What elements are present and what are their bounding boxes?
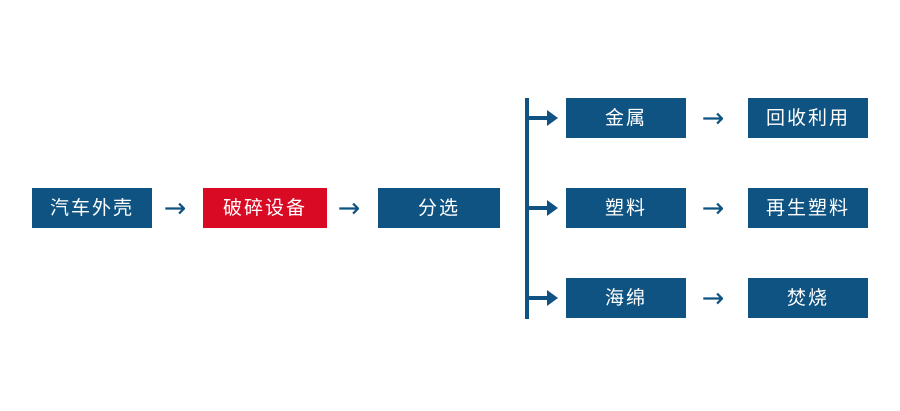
node-label: 海绵 [604, 287, 647, 309]
node-recycling-reuse[interactable]: 回收利用 [748, 98, 868, 138]
arrow-right-icon-2: → [334, 188, 364, 228]
arrow-glyph: → [701, 102, 725, 134]
arrow-right-icon-3: → [698, 98, 728, 138]
node-car-shell[interactable]: 汽车外壳 [32, 188, 152, 228]
node-label: 汽车外壳 [49, 197, 134, 219]
branch-arrowhead-icon-1 [547, 110, 558, 126]
branch-arrowhead-icon-2 [547, 200, 558, 216]
node-recycled-plastic[interactable]: 再生塑料 [748, 188, 868, 228]
node-metal[interactable]: 金属 [566, 98, 686, 138]
node-label: 分选 [417, 197, 460, 219]
node-sorting[interactable]: 分选 [378, 188, 500, 228]
arrow-right-icon-1: → [160, 188, 190, 228]
arrow-glyph: → [701, 192, 725, 224]
node-shredding-equipment[interactable]: 破碎设备 [203, 188, 327, 228]
node-label: 破碎设备 [222, 197, 307, 219]
arrow-glyph: → [163, 192, 187, 224]
node-plastic[interactable]: 塑料 [566, 188, 686, 228]
node-label: 焚烧 [786, 287, 829, 309]
node-incineration[interactable]: 焚烧 [748, 278, 868, 318]
node-label: 回收利用 [765, 107, 850, 129]
arrow-right-icon-5: → [698, 278, 728, 318]
node-label: 再生塑料 [765, 197, 850, 219]
node-sponge[interactable]: 海绵 [566, 278, 686, 318]
arrow-glyph: → [337, 192, 361, 224]
arrow-glyph: → [701, 282, 725, 314]
branch-stub-3 [529, 296, 549, 300]
arrow-right-icon-4: → [698, 188, 728, 228]
branch-stub-2 [529, 206, 549, 210]
node-label: 塑料 [604, 197, 647, 219]
node-label: 金属 [604, 107, 647, 129]
branch-trunk-line [525, 98, 529, 319]
branch-arrowhead-icon-3 [547, 290, 558, 306]
branch-stub-1 [529, 116, 549, 120]
